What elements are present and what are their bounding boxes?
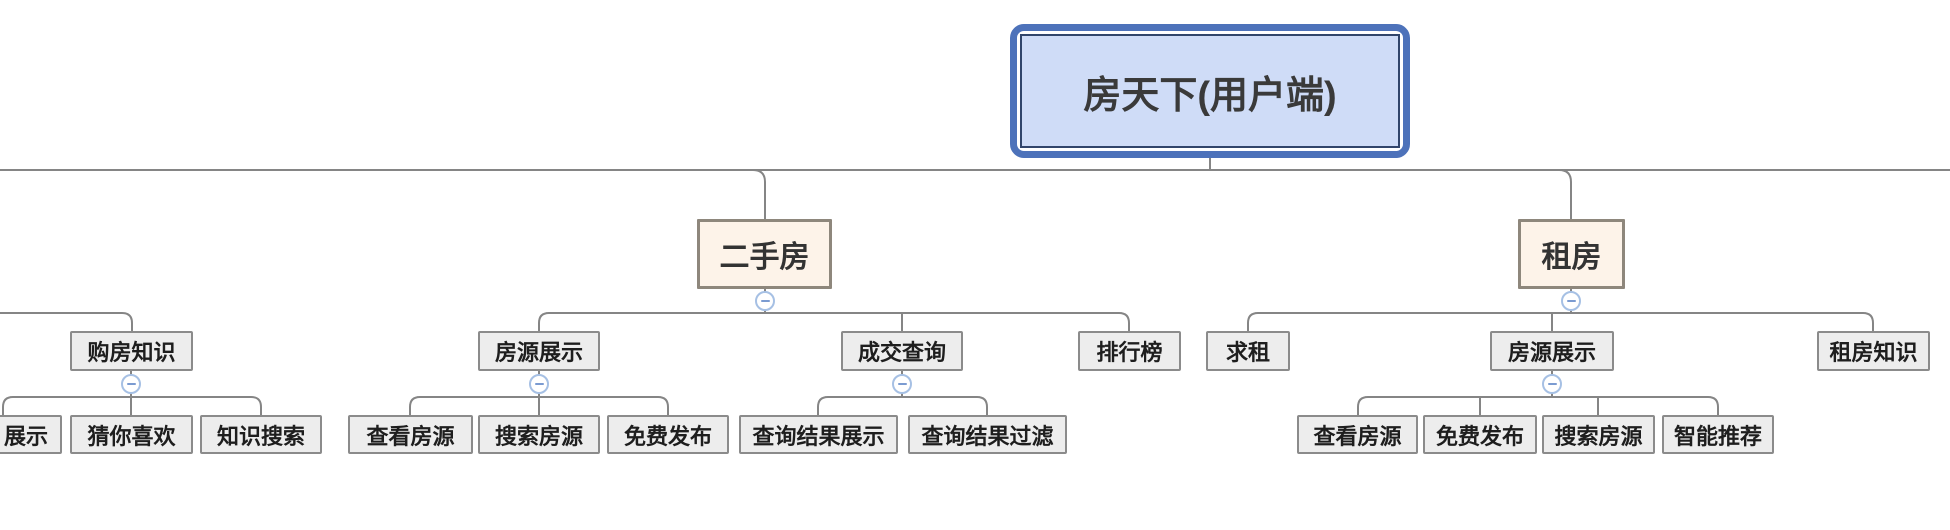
connector-rail-zufang-children [1247, 312, 1874, 331]
node-paihangbang[interactable]: 排行榜 [1078, 331, 1181, 371]
connector-drop-ershoufang [752, 169, 766, 219]
node-cai-ni-xihuan[interactable]: 猜你喜欢 [70, 415, 193, 454]
node-ershoufang[interactable]: 二手房 [697, 219, 832, 289]
node-sousuo-fangyuan-esf[interactable]: 搜索房源 [478, 415, 600, 454]
collapse-button-goufang-zhishi[interactable] [121, 374, 141, 394]
connector-rail-goufangzhishi-children [2, 396, 262, 415]
minus-icon [126, 383, 136, 385]
node-chengjiao-chaxun[interactable]: 成交查询 [841, 331, 963, 371]
collapse-button-fangyuan-zhanshi-zf[interactable] [1542, 374, 1562, 394]
node-fangyuan-zhanshi-esf[interactable]: 房源展示 [478, 331, 600, 371]
collapse-button-zufang[interactable] [1561, 291, 1581, 311]
collapse-button-chengjiao-chaxun[interactable] [892, 374, 912, 394]
minus-icon [534, 383, 544, 385]
node-zufang[interactable]: 租房 [1518, 219, 1625, 289]
connector-rail-ershoufang-children [538, 312, 1130, 331]
minus-icon [760, 300, 770, 302]
node-sousuo-fangyuan-zf[interactable]: 搜索房源 [1542, 415, 1655, 454]
collapse-button-fangyuan-zhanshi-esf[interactable] [529, 374, 549, 394]
minus-icon [1566, 300, 1576, 302]
root-label: 房天下(用户端) [1020, 34, 1400, 148]
connector-rail-chengjiaochaxun-children [817, 396, 988, 415]
node-fangyuan-zhanshi-zf[interactable]: 房源展示 [1490, 331, 1614, 371]
node-qiuzu[interactable]: 求租 [1206, 331, 1290, 371]
node-chakan-fangyuan-esf[interactable]: 查看房源 [348, 415, 473, 454]
node-zhishi-sousuo[interactable]: 知识搜索 [200, 415, 322, 454]
node-goufang-zhishi[interactable]: 购房知识 [70, 331, 193, 371]
minus-icon [897, 383, 907, 385]
node-zufang-zhishi[interactable]: 租房知识 [1817, 331, 1930, 371]
connector-drop-zufang [1558, 169, 1572, 219]
node-zhishi-zhanshi-partial[interactable]: 展示 [0, 415, 62, 454]
node-root[interactable]: 房天下(用户端) [1010, 24, 1410, 158]
minus-icon [1547, 383, 1557, 385]
node-chaxun-jieguo-guolv[interactable]: 查询结果过滤 [908, 415, 1067, 454]
node-mianfei-fabu-esf[interactable]: 免费发布 [607, 415, 729, 454]
node-chakan-fangyuan-zf[interactable]: 查看房源 [1297, 415, 1418, 454]
connector-rail-fangyuanzhanshi-zf-children [1357, 396, 1719, 415]
connector-rail-fangyuanzhanshi-esf-children [409, 396, 669, 415]
collapse-button-ershoufang[interactable] [755, 291, 775, 311]
node-zhineng-tuijian[interactable]: 智能推荐 [1662, 415, 1774, 454]
node-mianfei-fabu-zf[interactable]: 免费发布 [1423, 415, 1537, 454]
connector-rail-left-branch [0, 312, 133, 331]
node-chaxun-jieguo-zhanshi[interactable]: 查询结果展示 [739, 415, 898, 454]
